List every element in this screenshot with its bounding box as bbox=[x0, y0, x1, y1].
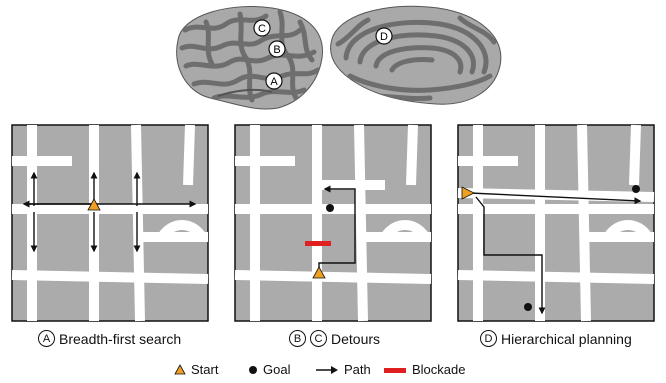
legend-start: Start bbox=[174, 362, 218, 377]
panel-caption-bc: B C Detours bbox=[289, 330, 380, 347]
caption-letter-b: B bbox=[289, 330, 306, 347]
caption-title-bc: Detours bbox=[331, 330, 381, 347]
goal-marker bbox=[632, 185, 640, 193]
brain-lateral-view bbox=[176, 5, 323, 110]
legend-goal-label: Goal bbox=[263, 362, 291, 377]
legend-goal: Goal bbox=[248, 362, 290, 377]
arrow-icon bbox=[316, 365, 338, 374]
svg-text:D: D bbox=[380, 31, 388, 43]
svg-text:A: A bbox=[270, 76, 278, 88]
start-icon bbox=[174, 364, 186, 375]
legend-blockade-label: Blockade bbox=[412, 362, 466, 377]
legend-path-label: Path bbox=[344, 362, 371, 377]
panel-caption-a: A Breadth-first search bbox=[38, 330, 181, 347]
legend: Start Goal Path Blockade bbox=[0, 360, 666, 382]
start-marker bbox=[461, 186, 475, 200]
goal-marker-2 bbox=[524, 303, 532, 311]
goal-icon bbox=[249, 365, 257, 374]
caption-title-d: Hierarchical planning bbox=[501, 330, 632, 347]
legend-blockade: Blockade bbox=[383, 362, 465, 377]
brain-label-c: C bbox=[253, 19, 271, 37]
panel-caption-d: D Hierarchical planning bbox=[480, 330, 632, 347]
map-panel-a bbox=[11, 124, 209, 322]
caption-letter-a: A bbox=[38, 330, 55, 347]
caption-letter-d: D bbox=[480, 330, 497, 347]
svg-text:B: B bbox=[273, 44, 280, 56]
start-marker bbox=[312, 266, 326, 279]
caption-title-a: Breadth-first search bbox=[59, 330, 182, 347]
blockade-marker bbox=[305, 241, 331, 246]
legend-start-label: Start bbox=[191, 362, 219, 377]
legend-path: Path bbox=[315, 362, 371, 377]
caption-letter-c: C bbox=[310, 330, 327, 347]
start-marker bbox=[87, 198, 101, 211]
goal-marker bbox=[326, 204, 334, 212]
brain-medial-view bbox=[330, 5, 502, 105]
brain-label-a: A bbox=[265, 72, 283, 90]
map-panel-d bbox=[457, 124, 655, 322]
blockade-icon bbox=[384, 367, 406, 373]
svg-text:C: C bbox=[258, 23, 266, 35]
brain-label-d: D bbox=[375, 27, 393, 45]
brain-label-b: B bbox=[268, 40, 286, 58]
map-panel-bc bbox=[234, 124, 432, 322]
